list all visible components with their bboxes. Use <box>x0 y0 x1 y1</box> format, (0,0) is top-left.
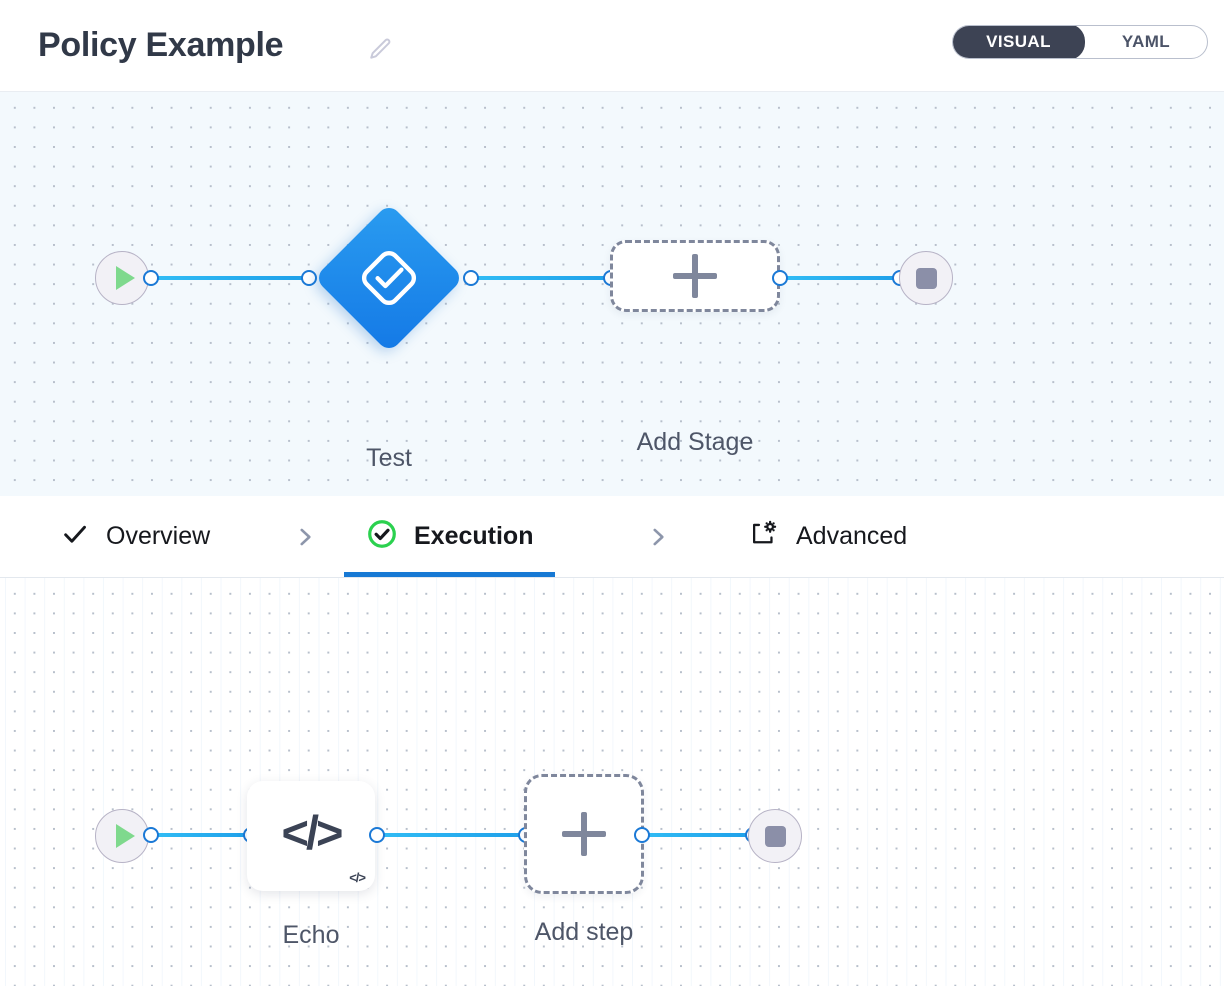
tab-label-advanced: Advanced <box>796 522 908 550</box>
stage-node-test[interactable] <box>314 203 464 353</box>
mode-toggle[interactable]: VISUAL YAML <box>952 25 1208 59</box>
check-icon <box>60 519 90 554</box>
edge-start-to-echo <box>152 833 252 837</box>
play-icon <box>115 824 135 848</box>
page-header: Policy Example VISUAL YAML <box>0 0 1224 92</box>
port-echo-out[interactable] <box>369 827 385 843</box>
tab-execution[interactable]: Execution <box>344 496 556 577</box>
edge-addstage-to-end <box>779 276 901 280</box>
stop-square-icon <box>915 267 937 289</box>
tab-bar: Overview Execution Advanced <box>0 496 1224 578</box>
edge-start-to-test <box>152 276 312 280</box>
tab-overview[interactable]: Overview <box>38 496 232 577</box>
add-step-button[interactable] <box>524 774 644 894</box>
stop-square-icon <box>764 825 786 847</box>
box-gear-icon <box>748 518 780 555</box>
toggle-option-yaml[interactable]: YAML <box>1121 32 1171 51</box>
active-tab-underline <box>344 572 556 577</box>
stage-end-node[interactable] <box>899 251 953 305</box>
edge-echo-to-addstep <box>376 833 528 837</box>
edge-test-to-addstage <box>470 276 614 280</box>
port-addstage-out[interactable] <box>772 270 788 286</box>
port-addstep-out[interactable] <box>634 827 650 843</box>
pencil-icon[interactable] <box>366 36 394 64</box>
edge-addstep-to-end <box>641 833 753 837</box>
step-end-node[interactable] <box>748 809 802 863</box>
port-test-in[interactable] <box>301 270 317 286</box>
code-icon: </> <box>281 805 344 859</box>
step-canvas[interactable]: </> </> Echo Add step <box>0 578 1224 986</box>
step-node-echo[interactable]: </> </> <box>247 781 375 891</box>
step-label-add-step: Add step <box>534 918 634 946</box>
tab-label-overview: Overview <box>106 522 211 550</box>
tab-advanced[interactable]: Advanced <box>726 496 929 577</box>
toggle-option-visual[interactable]: VISUAL <box>953 26 1085 58</box>
stage-label-test: Test <box>366 444 412 472</box>
add-stage-button[interactable] <box>610 240 780 312</box>
stage-start-node[interactable] <box>95 251 149 305</box>
stage-canvas[interactable]: Test Add Stage <box>0 92 1224 496</box>
play-icon <box>115 266 135 290</box>
step-label-echo: Echo <box>282 921 340 949</box>
stage-diamond-shape <box>314 203 464 353</box>
port-test-out[interactable] <box>463 270 479 286</box>
step-start-node[interactable] <box>95 809 149 863</box>
check-circle-green-icon <box>366 518 398 555</box>
port-start-out[interactable] <box>143 270 159 286</box>
code-badge-icon: </> <box>349 870 366 885</box>
page-title: Policy Example <box>38 26 284 64</box>
plus-icon <box>673 254 717 298</box>
tab-label-execution: Execution <box>414 522 534 550</box>
tab-separator-2 <box>645 496 671 577</box>
stage-label-add-stage: Add Stage <box>636 428 754 456</box>
port-step-start-out[interactable] <box>143 827 159 843</box>
plus-icon <box>562 812 606 856</box>
tab-separator-1 <box>292 496 318 577</box>
